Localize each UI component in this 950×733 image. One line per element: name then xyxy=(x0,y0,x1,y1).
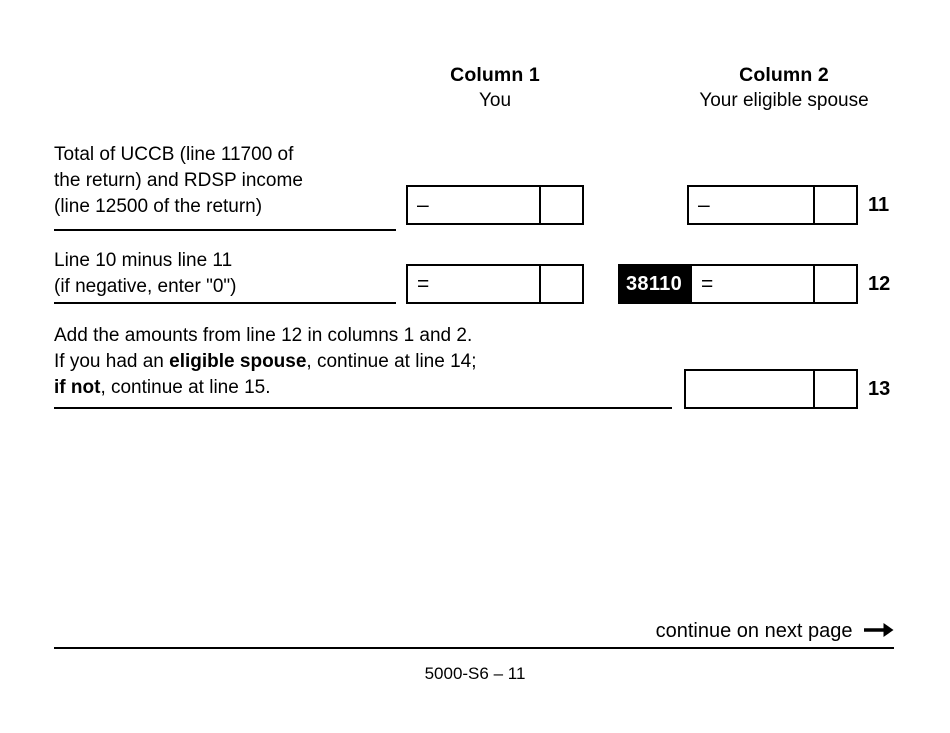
line-13-label-line-3: if not, continue at line 15. xyxy=(54,377,271,398)
form-identifier: 5000-S6 – 11 xyxy=(424,664,526,683)
arrow-right-icon xyxy=(864,620,894,646)
line-12-column-2-amount-field[interactable]: = xyxy=(690,264,858,304)
line-11-label: Total of UCCB (line 11700 of the return)… xyxy=(54,142,303,220)
line-11-label-line-3: (line 12500 of the return) xyxy=(54,196,263,217)
line-11-column-1-operator: – xyxy=(417,193,429,217)
line-12-column-1-dollars[interactable]: = xyxy=(408,266,539,302)
line-13-label-line-1: Add the amounts from line 12 in columns … xyxy=(54,325,473,346)
column-2-header: Column 2 Your eligible spouse xyxy=(684,62,884,114)
continue-on-next-page-note: continue on next page xyxy=(656,618,894,646)
line-12-label-line-1: Line 10 minus line 11 xyxy=(54,250,233,271)
line-12-column-1-operator: = xyxy=(417,272,430,296)
line-12-label-line-2: (if negative, enter "0") xyxy=(54,276,237,297)
column-1-subtitle: You xyxy=(478,90,512,111)
line-11-column-2-operator: – xyxy=(698,193,710,217)
column-1-header: Column 1 You xyxy=(406,62,584,114)
line-13-column-2-dollars[interactable] xyxy=(686,371,813,407)
field-code-38110: 38110 xyxy=(618,264,690,304)
line-11-label-line-1: Total of UCCB (line 11700 of xyxy=(54,144,294,165)
column-2-subtitle: Your eligible spouse xyxy=(699,90,869,111)
line-12-column-1-cents[interactable] xyxy=(539,266,582,302)
line-11-label-line-2: the return) and RDSP income xyxy=(54,170,303,191)
line-11-column-2-dollars[interactable]: – xyxy=(689,187,813,223)
line-11-column-2-amount-field[interactable]: – xyxy=(687,185,858,225)
line-12-number: 12 xyxy=(868,273,891,295)
line-12-label: Line 10 minus line 11 (if negative, ente… xyxy=(54,248,236,300)
line-12-column-1-amount-field[interactable]: = xyxy=(406,264,584,304)
line-12-leader-rule xyxy=(54,302,396,304)
continue-note-text: continue on next page xyxy=(655,620,853,642)
line-13-column-2-cents[interactable] xyxy=(813,371,856,407)
line-11-column-1-cents[interactable] xyxy=(539,187,582,223)
line-12-column-2-operator: = xyxy=(701,272,714,296)
line-12-column-2-cents[interactable] xyxy=(813,266,856,302)
line-13-column-2-amount-field[interactable] xyxy=(684,369,858,409)
line-13-leader-rule xyxy=(54,407,672,409)
line-11-leader-rule xyxy=(54,229,396,231)
line-11-column-2-cents[interactable] xyxy=(813,187,856,223)
column-2-title: Column 2 xyxy=(739,64,829,86)
line-11-number: 11 xyxy=(868,194,890,216)
column-1-title: Column 1 xyxy=(450,64,540,86)
line-13-label-line-2: If you had an eligible spouse, continue … xyxy=(54,351,477,372)
line-13-label: Add the amounts from line 12 in columns … xyxy=(54,323,477,401)
line-12-column-2-dollars[interactable]: = xyxy=(692,266,813,302)
line-11-column-1-dollars[interactable]: – xyxy=(408,187,539,223)
footer-divider xyxy=(54,647,894,649)
line-13-number: 13 xyxy=(868,378,891,400)
line-11-column-1-amount-field[interactable]: – xyxy=(406,185,584,225)
